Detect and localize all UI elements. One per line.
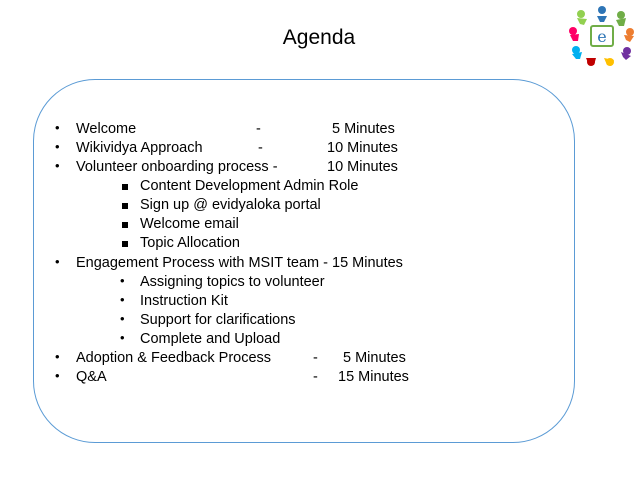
agenda-item-dash: - [258,140,263,156]
bullet-icon: • [55,120,60,135]
agenda-subitem-label: Assigning topics to volunteer [140,274,325,290]
square-bullet-icon [122,203,128,209]
square-bullet-icon [122,241,128,247]
agenda-item-dash: - [313,350,318,366]
bullet-icon: • [120,311,125,326]
agenda-item-duration: 5 Minutes [332,121,395,137]
agenda-item-duration: 10 Minutes [327,159,398,175]
svg-text:e: e [597,27,606,46]
evidyaloka-logo-icon: e [569,6,634,66]
agenda-subitem-label: Content Development Admin Role [140,178,359,194]
agenda-item-duration: 10 Minutes [327,140,398,156]
agenda-subitem-label: Instruction Kit [140,293,228,309]
bullet-icon: • [55,349,60,364]
agenda-subitem-label: Topic Allocation [140,235,240,251]
bullet-icon: • [120,273,125,288]
bullet-icon: • [55,254,60,269]
agenda-item-label: Volunteer onboarding process - [76,159,278,175]
agenda-item-dash: - [313,369,318,385]
square-bullet-icon [122,184,128,190]
agenda-item-label: Q&A [76,369,107,385]
agenda-item-label: Adoption & Feedback Process [76,350,272,366]
agenda-item-duration: 15 Minutes [338,369,409,385]
bullet-icon: • [120,330,125,345]
agenda-subitem-label: Complete and Upload [140,331,281,347]
agenda-subitem-label: Sign up @ evidyaloka portal [140,197,321,213]
bullet-icon: • [55,368,60,383]
bullet-icon: • [55,158,60,173]
slide-title: Agenda [282,26,356,49]
bullet-icon: • [55,139,60,154]
agenda-item-label: Engagement Process with MSIT team - 15 M… [76,255,403,271]
agenda-subitem-label: Welcome email [140,216,239,232]
agenda-item-label: Wikividya Approach [76,140,203,156]
agenda-subitem-label: Support for clarifications [140,312,296,328]
agenda-frame [33,79,575,443]
square-bullet-icon [122,222,128,228]
agenda-item-dash: - [256,121,261,137]
agenda-item-label: Welcome [76,121,137,137]
bullet-icon: • [120,292,125,307]
agenda-item-duration: 5 Minutes [343,350,406,366]
